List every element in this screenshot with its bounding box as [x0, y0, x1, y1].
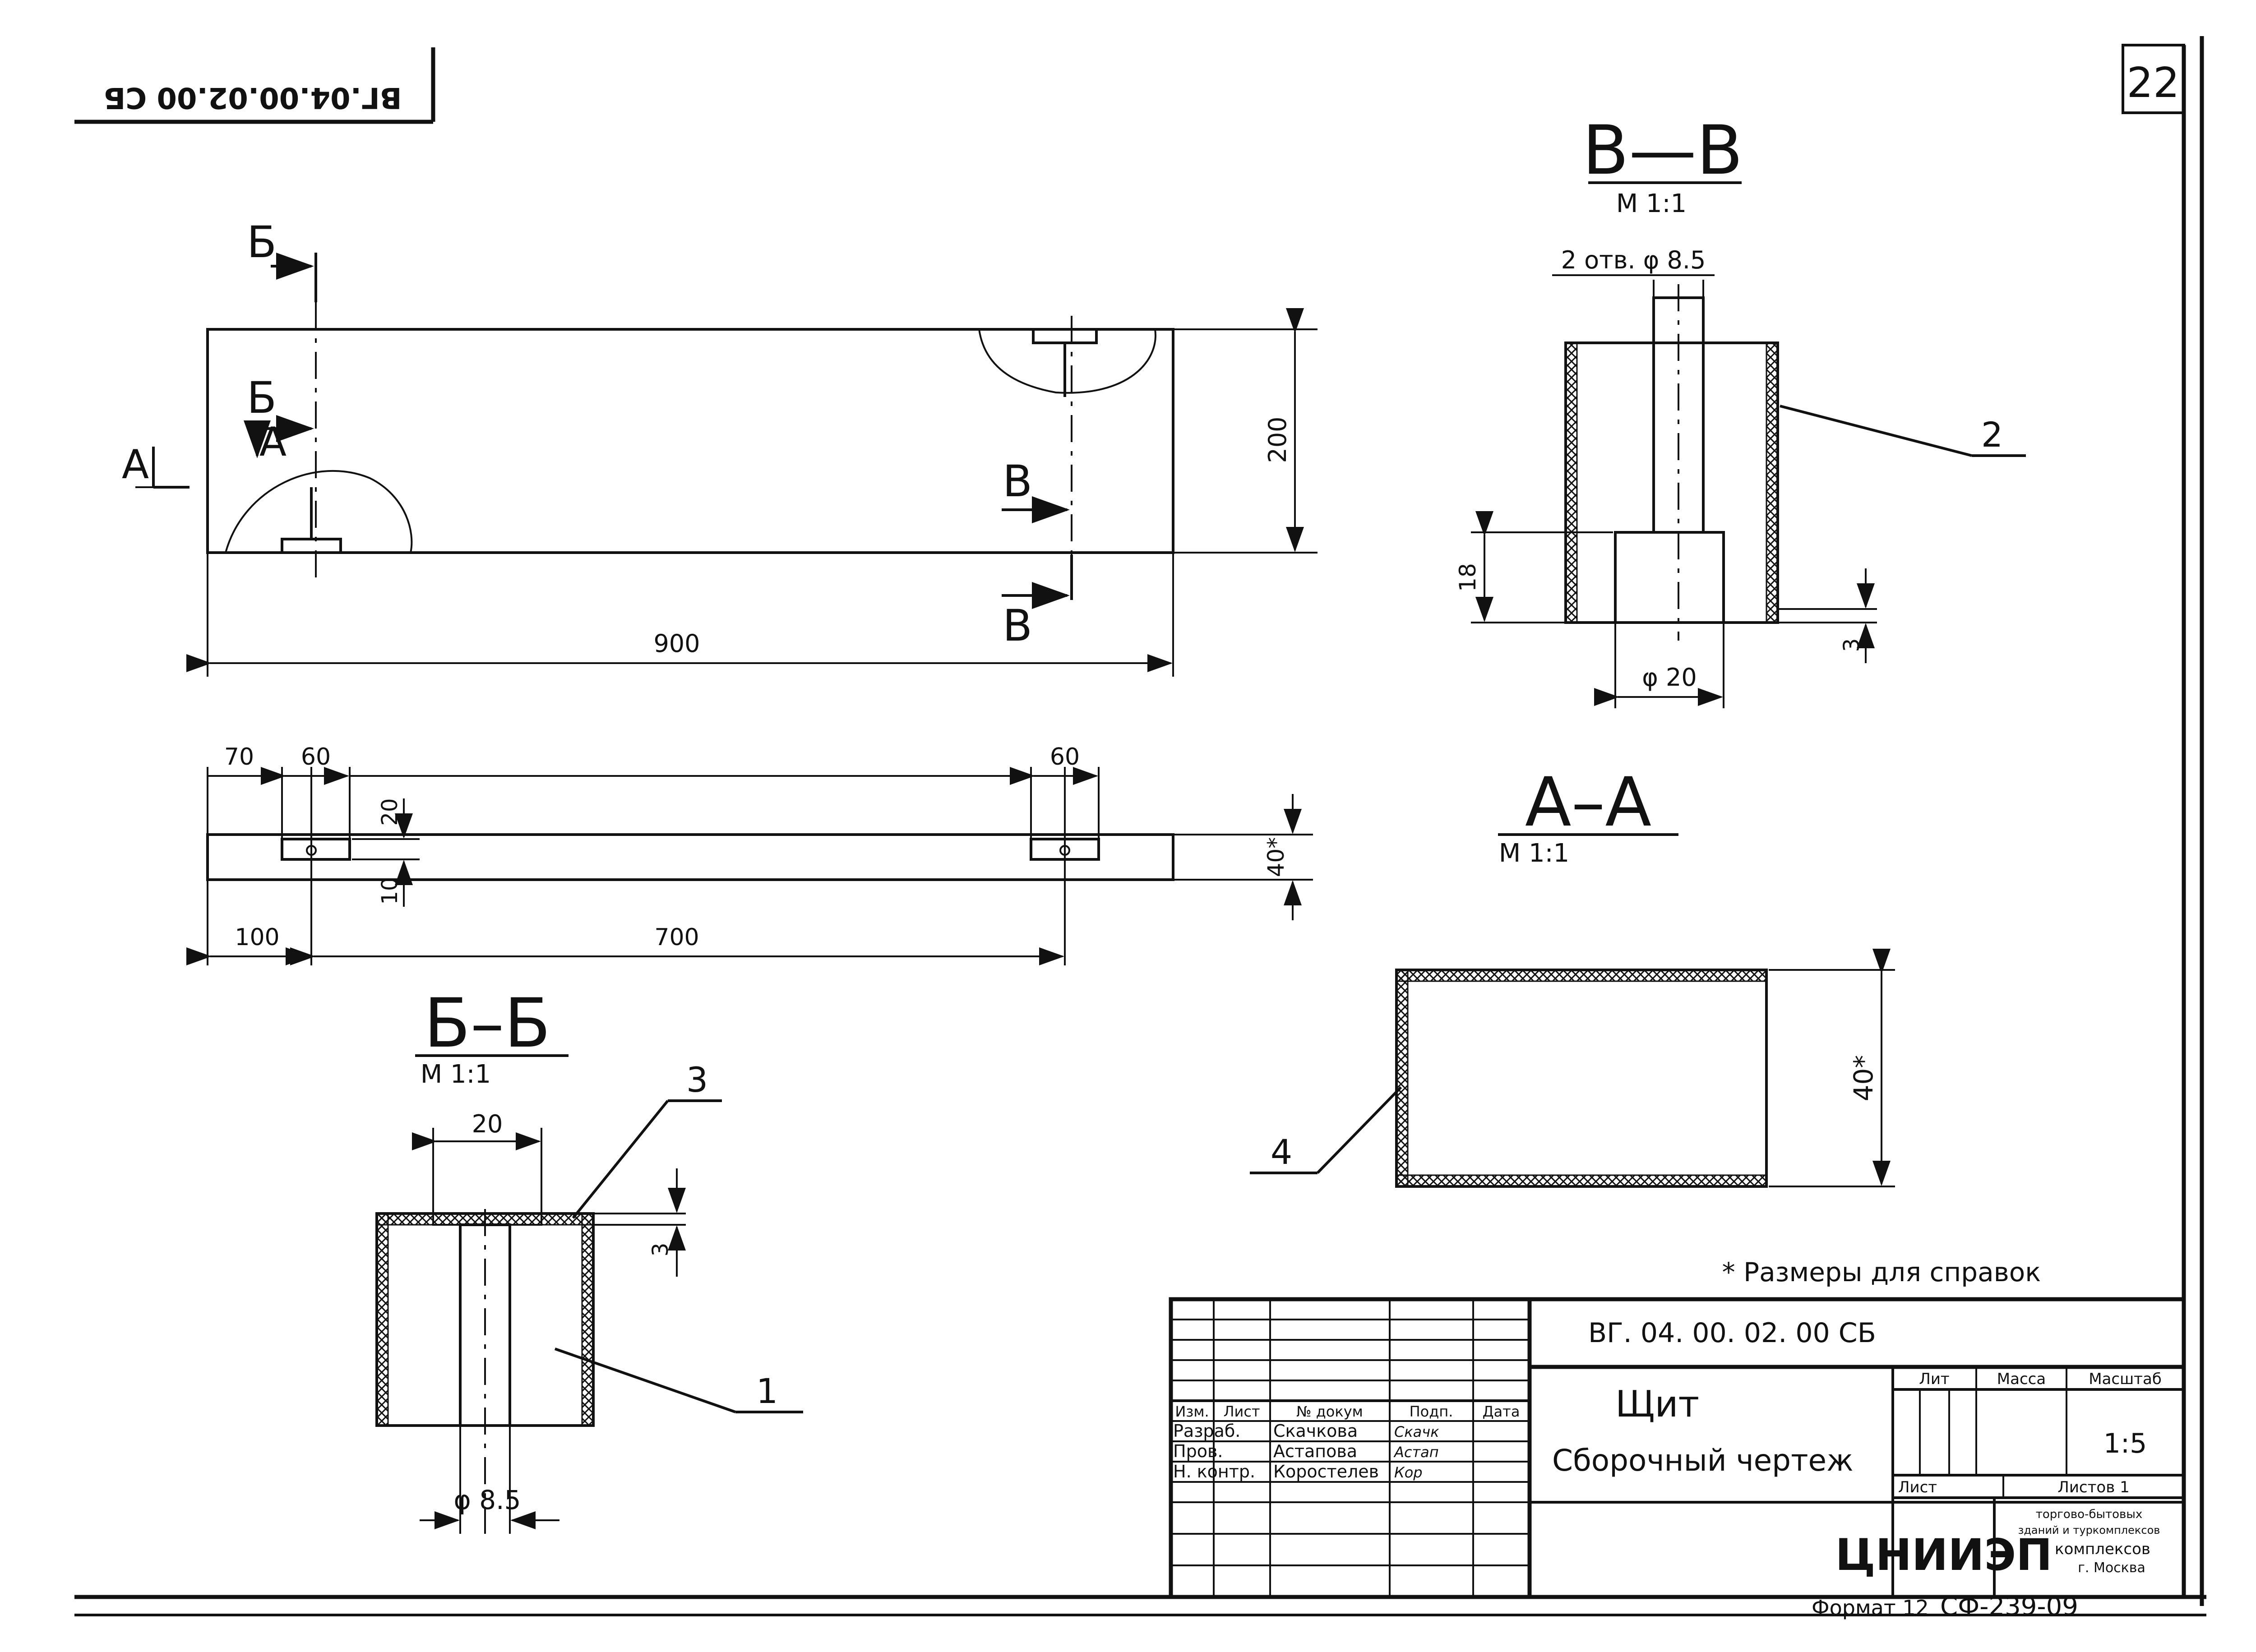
corner-code-box: ВГ.04.00.02.00 СБ: [103, 81, 402, 114]
dim-100: 100: [235, 924, 279, 951]
section-a-a-dim-40: 40*: [1848, 1055, 1879, 1102]
section-v-v-dim-20: φ 20: [1642, 663, 1697, 692]
org-logo: ЦНИИЭП: [1835, 1530, 2053, 1580]
sheet-number-box: 22: [2122, 44, 2185, 114]
row-sign-0: Скачк: [1394, 1423, 1439, 1440]
section-mark-a-left: А: [122, 441, 149, 488]
title-designation: ВГ. 04. 00. 02. 00 СБ: [1588, 1317, 1876, 1349]
dim-60-right: 60: [1050, 743, 1080, 771]
row-sign-1: Астап: [1393, 1444, 1439, 1461]
section-mark-b-lower: Б: [247, 373, 277, 423]
callout-2: 2: [1981, 415, 2003, 455]
section-v-v-holes: 2 отв. φ 8.5: [1561, 246, 1706, 274]
dim-10-plan: 10: [377, 877, 402, 904]
col-sign: Подп.: [1410, 1403, 1453, 1420]
org-line4: г. Москва: [2078, 1560, 2145, 1576]
section-a-a: А–А М 1:1 40* 4: [1250, 763, 1895, 1188]
row-sign-2: Кор: [1394, 1464, 1423, 1481]
scale-label: Масштаб: [2089, 1370, 2162, 1388]
section-v-v-scale: М 1:1: [1616, 189, 1687, 218]
section-v-v-dim-3: 3: [1839, 638, 1864, 652]
callout-3: 3: [686, 1060, 708, 1100]
dim-900: 900: [653, 629, 700, 658]
row-name-1: Астапова: [1273, 1441, 1357, 1461]
col-doc: № докум: [1296, 1403, 1363, 1420]
dim-200: 200: [1263, 416, 1292, 463]
section-mark-b-top: Б: [247, 217, 277, 268]
front-view: Б Б А А В В 200 900: [122, 217, 1318, 677]
section-b-b-scale: М 1:1: [421, 1060, 491, 1089]
dim-60-left: 60: [301, 743, 331, 771]
section-mark-a-right: А: [259, 419, 287, 465]
sheets-label: Листов 1: [2057, 1478, 2129, 1496]
section-b-b-dim-20: 20: [472, 1110, 503, 1138]
org-line2: зданий и туркомплексов: [2018, 1524, 2160, 1537]
reference-note: * Размеры для справок: [1722, 1257, 2041, 1287]
corner-code-text: ВГ.04.00.02.00 СБ: [103, 81, 402, 114]
callout-1: 1: [756, 1371, 778, 1411]
col-date: Дата: [1483, 1403, 1520, 1420]
section-b-b: Б–Б М 1:1 20 3 φ 8.5 3 1: [375, 984, 803, 1534]
section-v-v-dim-18: 18: [1455, 563, 1481, 592]
mass-label: Масса: [1997, 1370, 2046, 1388]
row-role-0: Разраб.: [1173, 1421, 1240, 1441]
scale-value: 1:5: [2103, 1428, 2147, 1459]
row-name-0: Скачкова: [1273, 1421, 1358, 1441]
row-role-1: Пров.: [1173, 1441, 1223, 1461]
sheet-label: Лист: [1898, 1478, 1937, 1496]
dim-700: 700: [654, 924, 699, 951]
dim-20-plan: 20: [377, 798, 402, 826]
section-b-b-title: Б–Б: [424, 984, 551, 1063]
section-a-a-title: А–А: [1525, 763, 1651, 842]
dim-70: 70: [224, 743, 254, 771]
section-b-b-dim-3: 3: [648, 1243, 673, 1257]
title-name-2: Сборочный чертеж: [1552, 1443, 1854, 1478]
lit-label: Лит: [1919, 1370, 1949, 1388]
row-name-2: Коростелев: [1273, 1462, 1379, 1481]
section-mark-v-bottom: В: [1003, 600, 1032, 651]
plan-view: 70 60 60 20 10 40* 100 700: [186, 743, 1313, 965]
col-list: Лист: [1223, 1403, 1260, 1420]
format-label: Формат 12: [1812, 1596, 1929, 1620]
title-block: Изм. Лист № докум Подп. Дата Разраб. Ска…: [1169, 1297, 2186, 1599]
section-b-b-dim-hole: φ 8.5: [454, 1485, 521, 1515]
col-izm: Изм.: [1175, 1403, 1209, 1420]
section-v-v-title: В—В: [1582, 111, 1743, 190]
org-line1: торгово-бытовых: [2036, 1508, 2143, 1521]
title-name-1: Щит: [1615, 1383, 1699, 1425]
dim-40-plan: 40*: [1263, 837, 1289, 877]
callout-4: 4: [1271, 1132, 1292, 1172]
sheet-number: 22: [2127, 59, 2179, 107]
section-v-v: В—В М 1:1 2 отв. φ 8.5 18 3 φ 20 2: [1455, 111, 2026, 708]
section-mark-v-top: В: [1003, 456, 1032, 507]
row-role-2: Н. контр.: [1173, 1462, 1255, 1481]
org-line3: комплексов: [2055, 1540, 2150, 1558]
section-a-a-scale: М 1:1: [1499, 839, 1569, 868]
sheet-code: СФ-239-09: [1940, 1592, 2078, 1621]
